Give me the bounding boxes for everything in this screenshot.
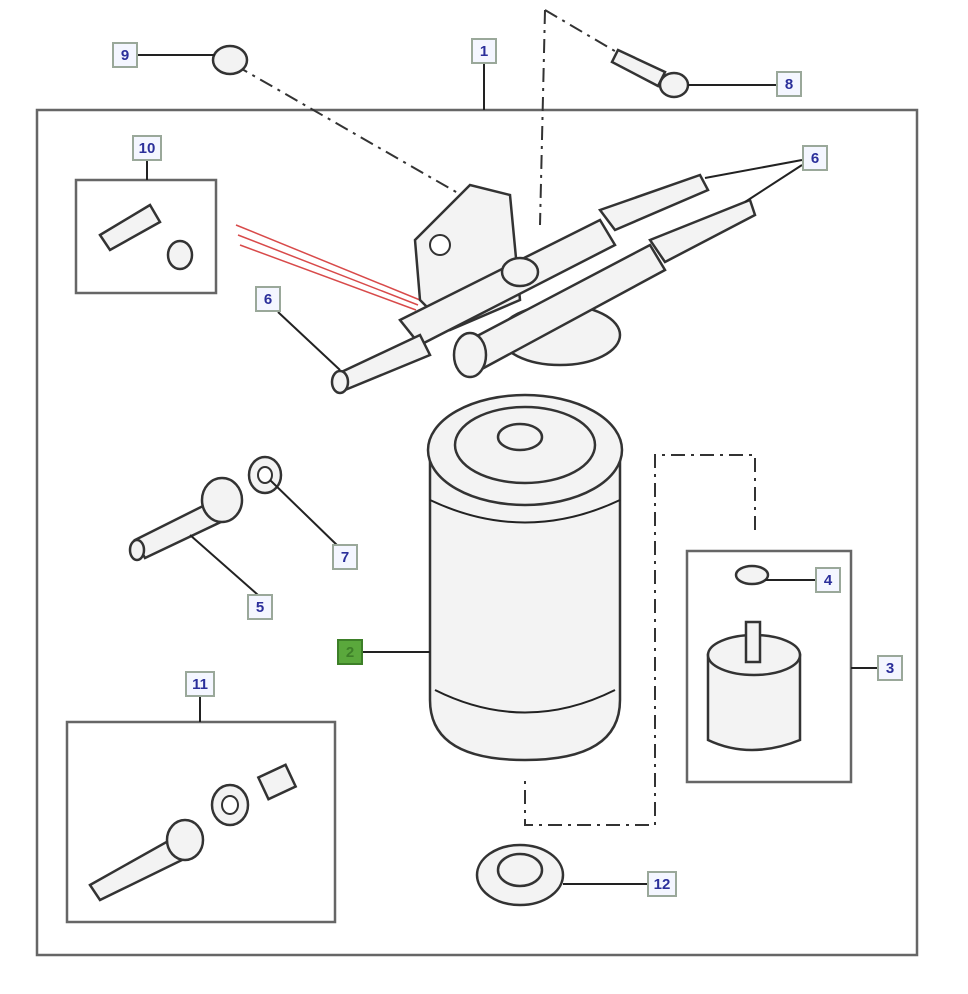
callout-2-selected[interactable]: 2 bbox=[337, 639, 363, 665]
leader-lines bbox=[138, 54, 877, 885]
part-12-drain-plug bbox=[475, 843, 565, 907]
dashed-leader bbox=[524, 454, 756, 826]
kit-10-frame bbox=[74, 178, 218, 295]
callout-4[interactable]: 4 bbox=[815, 567, 841, 593]
callout-10[interactable]: 10 bbox=[132, 135, 162, 161]
part-9-plug bbox=[211, 44, 249, 76]
callout-12[interactable]: 12 bbox=[647, 871, 677, 897]
part-4-seal bbox=[734, 564, 770, 586]
part-3-sensor bbox=[706, 620, 802, 752]
part-2-filter-cartridge bbox=[426, 393, 624, 762]
callout-8[interactable]: 8 bbox=[776, 71, 802, 97]
part-5-connector bbox=[128, 476, 244, 562]
highlight-lines bbox=[235, 224, 421, 311]
part-1-filter-head bbox=[330, 173, 757, 395]
dashed-leader bbox=[234, 64, 471, 201]
callout-11[interactable]: 11 bbox=[185, 671, 215, 697]
callout-1[interactable]: 1 bbox=[471, 38, 497, 64]
kit-3-frame bbox=[685, 549, 853, 784]
callout-7[interactable]: 7 bbox=[332, 544, 358, 570]
callout-6[interactable]: 6 bbox=[802, 145, 828, 171]
callout-9[interactable]: 9 bbox=[112, 42, 138, 68]
dashed-leader bbox=[539, 9, 546, 226]
assembly-frame bbox=[35, 108, 919, 957]
callout-3[interactable]: 3 bbox=[877, 655, 903, 681]
part-7-washer bbox=[247, 455, 283, 495]
callout-6[interactable]: 6 bbox=[255, 286, 281, 312]
dashed-leader bbox=[544, 9, 631, 61]
part-11-kit bbox=[88, 763, 298, 902]
callout-5[interactable]: 5 bbox=[247, 594, 273, 620]
part-10-kit bbox=[98, 203, 194, 271]
part-8-bolt bbox=[610, 48, 690, 99]
